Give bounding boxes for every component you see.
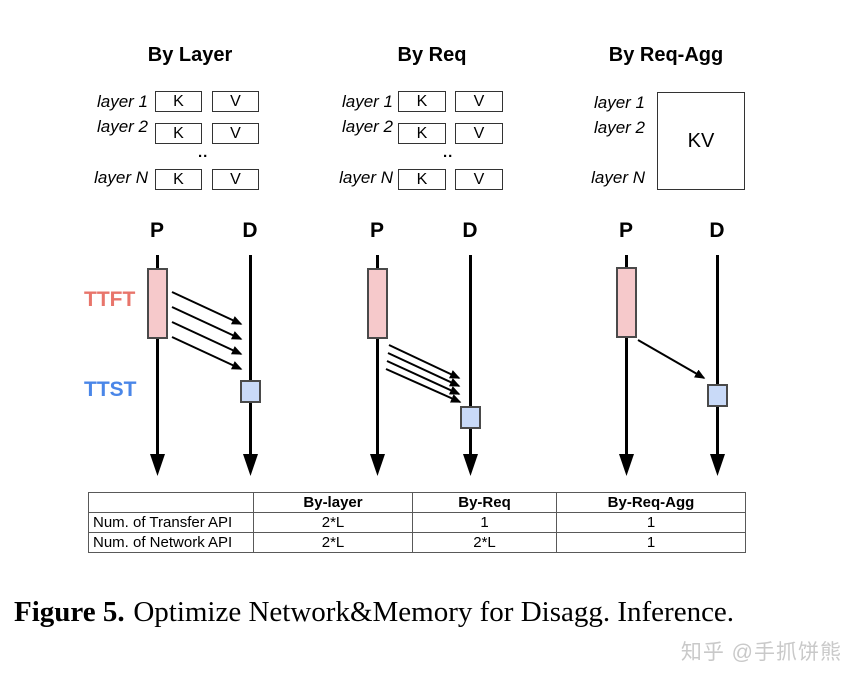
prefill-label: P [149,219,164,242]
decode-token-box [240,380,261,403]
arrowhead-icon [370,454,385,476]
prefill-label: P [618,219,633,242]
transfer-arrow-icon [171,306,243,340]
v-cache-box: V [212,91,259,112]
k-cache-box: K [398,169,446,190]
prefill-duration-box [367,268,388,339]
v-cache-box: V [212,123,259,144]
section-title-by-req: By Req [397,44,467,66]
transfer-arrow-icon [388,344,461,379]
arrowhead-icon [463,454,478,476]
layer-label: layer 2 [96,117,148,136]
lifeline-arrowheads [150,454,725,476]
table-header-by-req-agg: By-Req-Agg [556,492,746,513]
table-cell: 1 [556,532,746,553]
table-header-empty [88,492,254,513]
table-cell: 2*L [253,532,413,553]
table-row: Num. of Network API 2*L 2*L 1 [88,532,746,553]
layer-label: layer N [339,168,393,187]
figure-caption-label: Figure 5. [14,596,125,628]
prefill-duration-box [616,267,637,338]
table-row-label: Num. of Network API [88,532,254,553]
k-cache-box: K [398,91,446,112]
arrowhead-icon [619,454,634,476]
decode-label: D [242,219,258,242]
transfer-arrows-by-req-agg [637,339,706,379]
layer-label: layer N [591,168,645,187]
table-header-by-layer: By-layer [253,492,413,513]
decode-label: D [462,219,478,242]
k-cache-box: K [155,123,202,144]
prefill-duration-box [147,268,168,339]
table-row: Num. of Transfer API 2*L 1 1 [88,512,746,533]
transfer-arrow-icon [385,368,462,403]
arrowhead-icon [710,454,725,476]
layer-label: layer 2 [341,117,393,136]
k-cache-box: K [398,123,446,144]
transfer-arrow-icon [386,360,461,395]
arrowhead-icon [150,454,165,476]
transfer-arrows-by-layer [171,291,243,370]
table-cell: 1 [412,512,557,533]
zhihu-watermark: 知乎 @手抓饼熊 [680,641,842,664]
layer-label: layer 1 [96,92,148,111]
section-title-by-layer: By Layer [147,44,233,66]
table-header-by-req: By-Req [412,492,557,513]
section-title-by-req-agg: By Req-Agg [608,44,724,66]
transfer-arrow-icon [387,352,461,387]
k-cache-box: K [155,91,202,112]
api-comparison-table: By-layer By-Req By-Req-Agg Num. of Trans… [88,492,746,553]
k-cache-box: K [155,169,202,190]
layer-label: layer 1 [593,93,645,112]
ellipsis-dots: .. [443,144,454,161]
figure-caption-text: Optimize Network&Memory for Disagg. Infe… [133,596,735,628]
transfer-arrow-icon [171,336,243,370]
arrowhead-icon [243,454,258,476]
v-cache-box: V [455,91,503,112]
table-header-row: By-layer By-Req By-Req-Agg [88,492,746,513]
transfer-arrows-by-req [385,344,462,403]
aggregated-kv-box: KV [657,92,745,190]
table-cell: 2*L [253,512,413,533]
decode-label: D [709,219,725,242]
decode-token-box [460,406,481,429]
prefill-label: P [369,219,384,242]
v-cache-box: V [455,123,503,144]
ellipsis-dots: .. [198,144,209,161]
table-cell: 2*L [412,532,557,553]
ttft-label: TTFT [84,288,136,311]
ttst-label: TTST [84,378,137,401]
table-row-label: Num. of Transfer API [88,512,254,533]
transfer-arrow-icon [637,339,706,379]
transfer-arrow-icon [171,291,243,325]
figure-caption: Figure 5.Optimize Network&Memory for Dis… [14,596,842,629]
layer-label: layer N [94,168,148,187]
layer-label: layer 1 [341,92,393,111]
table-cell: 1 [556,512,746,533]
v-cache-box: V [455,169,503,190]
layer-label: layer 2 [593,118,645,137]
v-cache-box: V [212,169,259,190]
transfer-arrow-icon [171,321,243,355]
decode-token-box [707,384,728,407]
